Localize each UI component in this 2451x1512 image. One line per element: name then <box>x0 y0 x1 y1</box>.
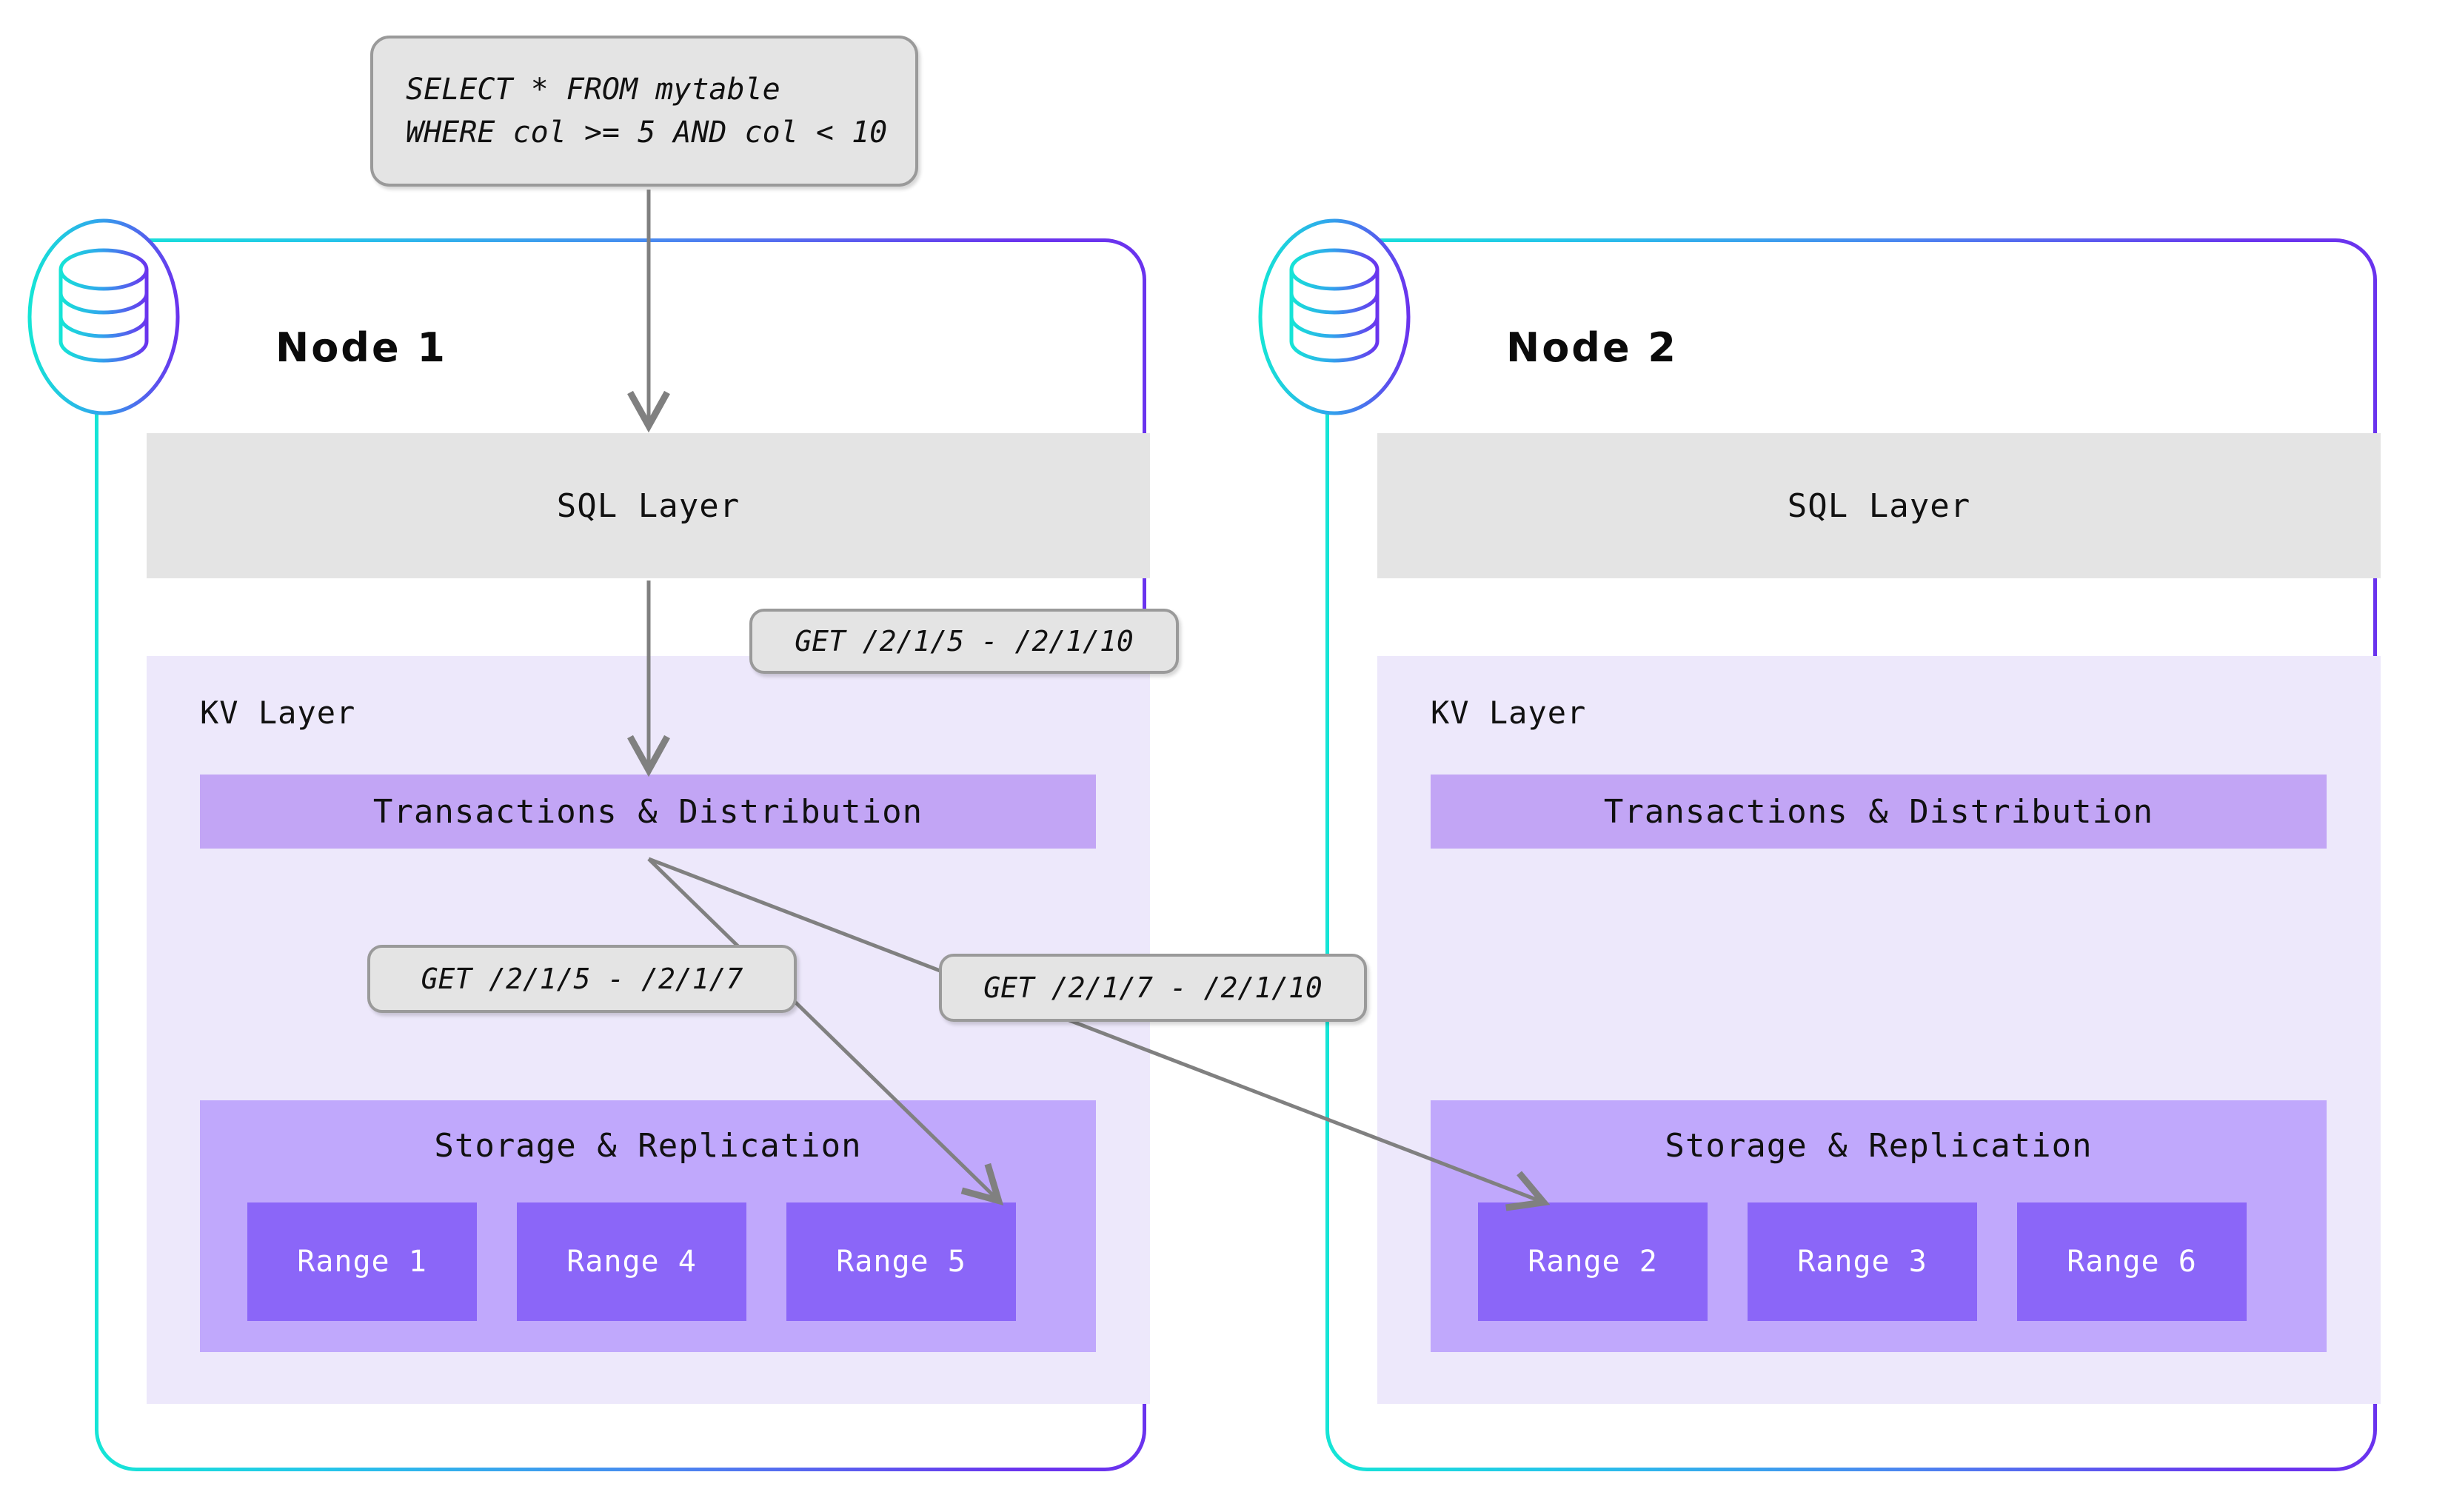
node-1-range-1: Range 1 <box>247 1202 477 1321</box>
node-1-storage: Storage & Replication Range 1 Range 4 Ra… <box>200 1100 1096 1352</box>
node-2-range-3: Range 3 <box>1748 1202 1977 1321</box>
sql-query-line-1: SELECT * FROM mytable <box>406 73 780 107</box>
node-1-kv-layer-label: KV Layer <box>200 695 356 731</box>
node-1-range-1-label: Range 1 <box>297 1245 427 1279</box>
node-2-sql-layer-label: SQL Layer <box>1787 486 1971 525</box>
node-2-kv-layer: KV Layer Transactions & Distribution Sto… <box>1377 656 2381 1404</box>
node-2-storage-label: Storage & Replication <box>1665 1127 2093 1165</box>
get-callout-left: GET /2/1/5 - /2/1/7 <box>367 945 797 1013</box>
sql-query-line-2: WHERE col >= 5 AND col < 10 <box>406 116 888 150</box>
sql-query-callout: SELECT * FROM mytable WHERE col >= 5 AND… <box>370 36 918 187</box>
node-1-kv-layer: KV Layer Transactions & Distribution Sto… <box>147 656 1150 1404</box>
get-callout-top-label: GET /2/1/5 - /2/1/10 <box>795 625 1134 658</box>
node-1-range-row: Range 1 Range 4 Range 5 <box>247 1202 1016 1321</box>
node-1-transactions-label: Transactions & Distribution <box>372 792 923 831</box>
node-1-range-4: Range 4 <box>517 1202 746 1321</box>
node-1-range-5-label: Range 5 <box>836 1245 966 1279</box>
node-2-range-6: Range 6 <box>2017 1202 2247 1321</box>
node-1-range-5: Range 5 <box>786 1202 1016 1321</box>
node-2-storage: Storage & Replication Range 2 Range 3 Ra… <box>1431 1100 2327 1352</box>
get-callout-right: GET /2/1/7 - /2/1/10 <box>939 954 1367 1022</box>
node-2-range-3-label: Range 3 <box>1797 1245 1927 1279</box>
node-2-transactions-label: Transactions & Distribution <box>1603 792 2154 831</box>
node-2-sql-layer: SQL Layer <box>1377 433 2381 578</box>
get-callout-top: GET /2/1/5 - /2/1/10 <box>749 609 1179 674</box>
node-2-kv-layer-label: KV Layer <box>1431 695 1587 731</box>
node-1-sql-layer-label: SQL Layer <box>556 486 740 525</box>
node-1-storage-label: Storage & Replication <box>434 1127 862 1165</box>
node-1-range-4-label: Range 4 <box>566 1245 697 1279</box>
get-callout-left-label: GET /2/1/5 - /2/1/7 <box>421 963 743 995</box>
node-2-range-6-label: Range 6 <box>2067 1245 2197 1279</box>
node-1-transactions: Transactions & Distribution <box>200 775 1096 849</box>
get-callout-right-label: GET /2/1/7 - /2/1/10 <box>983 971 1323 1004</box>
node-2-range-2: Range 2 <box>1478 1202 1708 1321</box>
node-2-range-2-label: Range 2 <box>1528 1245 1658 1279</box>
node-2-transactions: Transactions & Distribution <box>1431 775 2327 849</box>
node-1-sql-layer: SQL Layer <box>147 433 1150 578</box>
node-2-range-row: Range 2 Range 3 Range 6 <box>1478 1202 2247 1321</box>
